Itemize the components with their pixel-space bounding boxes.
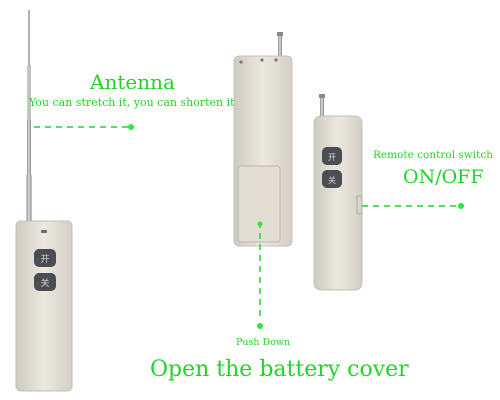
close-button-glyph: 关 xyxy=(40,277,49,289)
push-down-label: Push Down xyxy=(236,337,291,348)
screw-hole xyxy=(239,60,243,64)
antenna-rod-segment xyxy=(27,120,31,175)
antenna-tip xyxy=(319,94,325,98)
open-button-glyph: 开 xyxy=(40,254,49,265)
right-remote: 开 关 xyxy=(313,94,363,291)
remote-body xyxy=(15,220,73,392)
battery-cover-caption: Open the battery cover xyxy=(150,357,409,382)
open-button xyxy=(322,147,342,165)
onoff-label: ON/OFF xyxy=(403,166,484,188)
antenna-rod-segment xyxy=(26,175,32,222)
antenna-marker-dot xyxy=(128,124,134,130)
open-button-glyph: 开 xyxy=(328,153,336,162)
led-indicator xyxy=(41,230,47,233)
antenna-stub xyxy=(320,96,324,120)
middle-remote xyxy=(233,32,293,247)
antenna-tip xyxy=(277,32,283,36)
side-switch xyxy=(356,195,363,215)
antenna-rod-segment xyxy=(27,65,31,120)
close-button-glyph: 关 xyxy=(328,175,336,185)
left-remote: 开 关 xyxy=(15,10,73,392)
antenna-description: You can stretch it, you can shorten it xyxy=(29,96,235,109)
remote-body xyxy=(313,115,363,291)
close-button xyxy=(34,273,56,291)
antenna-stub xyxy=(278,34,282,58)
battery-cover xyxy=(237,165,281,243)
close-button xyxy=(322,170,342,188)
open-button xyxy=(34,249,56,267)
antenna-title: Antenna xyxy=(90,70,175,94)
switch-marker-dot xyxy=(458,203,464,209)
screw-hole xyxy=(260,58,264,62)
screw-hole xyxy=(274,58,278,62)
battery-cover-marker-dot xyxy=(257,221,263,227)
antenna-rod-segment xyxy=(28,10,30,65)
remote-switch-label: Remote control switch xyxy=(373,149,493,161)
push-down-marker-dot xyxy=(257,323,263,329)
